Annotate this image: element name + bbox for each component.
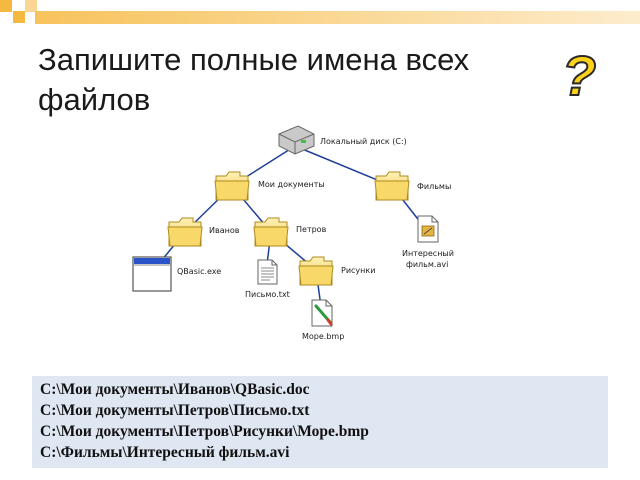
film-label-line-2: фильм.avi <box>406 260 448 269</box>
film-label-line-1: Интересный <box>402 249 454 258</box>
answer-path-2: C:\Мои документы\Петров\Письмо.txt <box>40 402 310 419</box>
exe-window-icon[interactable] <box>132 256 172 292</box>
text-file-icon[interactable] <box>257 259 278 285</box>
letter-label: Письмо.txt <box>245 290 290 299</box>
slide-title: Запишите полные имена всех файлов <box>38 40 558 120</box>
folder-icon-films[interactable] <box>374 171 410 201</box>
decorative-squares <box>0 0 640 24</box>
answer-path-3: C:\Мои документы\Петров\Рисунки\Море.bmp <box>40 423 369 440</box>
question-mark: ? <box>561 44 597 107</box>
folder-icon-petrov[interactable] <box>253 217 289 247</box>
answer-path-4: C:\Фильмы\Интересный фильм.avi <box>40 444 290 461</box>
folder-tree-diagram: Локальный диск (C:) Мои документы Фильмы… <box>132 125 454 341</box>
qbasic-label: QBasic.exe <box>177 267 221 276</box>
films-label: Фильмы <box>417 182 451 191</box>
sea-label: Море.bmp <box>302 332 344 341</box>
answers-box: C:\Мои документы\Иванов\QBasic.doc C:\Мо… <box>32 376 608 468</box>
title-line-2: файлов <box>38 82 151 117</box>
petrov-label: Петров <box>296 225 327 234</box>
video-file-icon[interactable] <box>417 215 439 243</box>
hard-drive-icon[interactable] <box>278 125 315 155</box>
image-file-icon[interactable] <box>311 299 333 327</box>
drive-label: Локальный диск (C:) <box>320 137 407 146</box>
title-line-1: Запишите полные имена всех <box>38 42 470 77</box>
pictures-label: Рисунки <box>341 266 375 275</box>
folder-icon-pictures[interactable] <box>298 256 334 286</box>
ivanov-label: Иванов <box>209 226 240 235</box>
folder-icon-my-documents[interactable] <box>214 171 250 201</box>
answer-path-1: C:\Мои документы\Иванов\QBasic.doc <box>40 381 310 398</box>
folder-icon-ivanov[interactable] <box>167 217 203 247</box>
my-documents-label: Мои документы <box>258 180 325 189</box>
